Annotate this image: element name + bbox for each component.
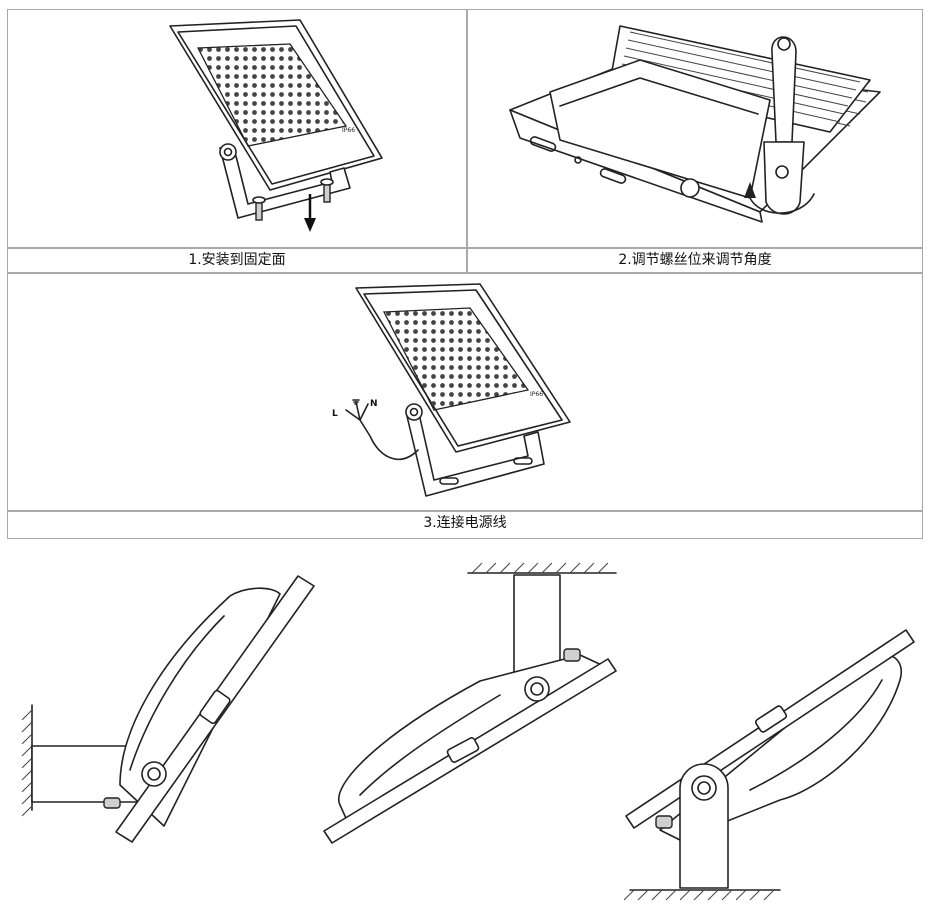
floor-mount-diagram bbox=[623, 629, 915, 901]
step-3-caption: 3.连接电源线 bbox=[423, 515, 507, 531]
power-cable bbox=[359, 419, 419, 461]
wrench-icon bbox=[763, 36, 805, 215]
rotate-arrow-icon bbox=[747, 189, 815, 214]
grid-divider-vertical bbox=[466, 10, 468, 272]
step-1-illustration: IP66 bbox=[169, 19, 383, 232]
ground-icon bbox=[352, 399, 360, 405]
screw-icon bbox=[252, 196, 266, 221]
step-2-caption: 2.调节螺丝位来调节角度 bbox=[618, 252, 772, 268]
pivot-knob-icon bbox=[405, 403, 423, 421]
pivot-knob-icon bbox=[141, 761, 167, 787]
step-3-illustration: IP66 L N bbox=[332, 283, 571, 497]
step-1-caption: 1.安装到固定面 bbox=[188, 252, 286, 268]
wall-mount-diagram bbox=[21, 575, 315, 843]
ceiling-mount-diagram bbox=[323, 562, 617, 844]
nut-icon bbox=[680, 178, 700, 198]
grid-divider-row bbox=[8, 272, 922, 274]
wire-label-live: L bbox=[332, 409, 338, 419]
fixture-label: IP66 bbox=[342, 127, 355, 134]
fixture-label: IP66 bbox=[530, 391, 543, 398]
instruction-grid: 1.安装到固定面 2.调节螺丝位来调节角度 3.连接电源线 bbox=[7, 9, 923, 539]
screw-icon bbox=[320, 178, 334, 203]
pivot-knob-icon bbox=[219, 143, 237, 161]
step-2-illustration bbox=[509, 25, 881, 223]
pivot-knob-icon bbox=[691, 775, 717, 801]
grid-divider-caption-1 bbox=[8, 247, 922, 249]
wall-hatch bbox=[21, 709, 33, 817]
ceiling-hatch bbox=[471, 562, 609, 574]
floor-hatch bbox=[623, 889, 775, 901]
wire-label-neutral: N bbox=[370, 399, 378, 409]
pivot-knob-icon bbox=[524, 676, 550, 702]
grid-divider-caption-2 bbox=[8, 510, 922, 512]
